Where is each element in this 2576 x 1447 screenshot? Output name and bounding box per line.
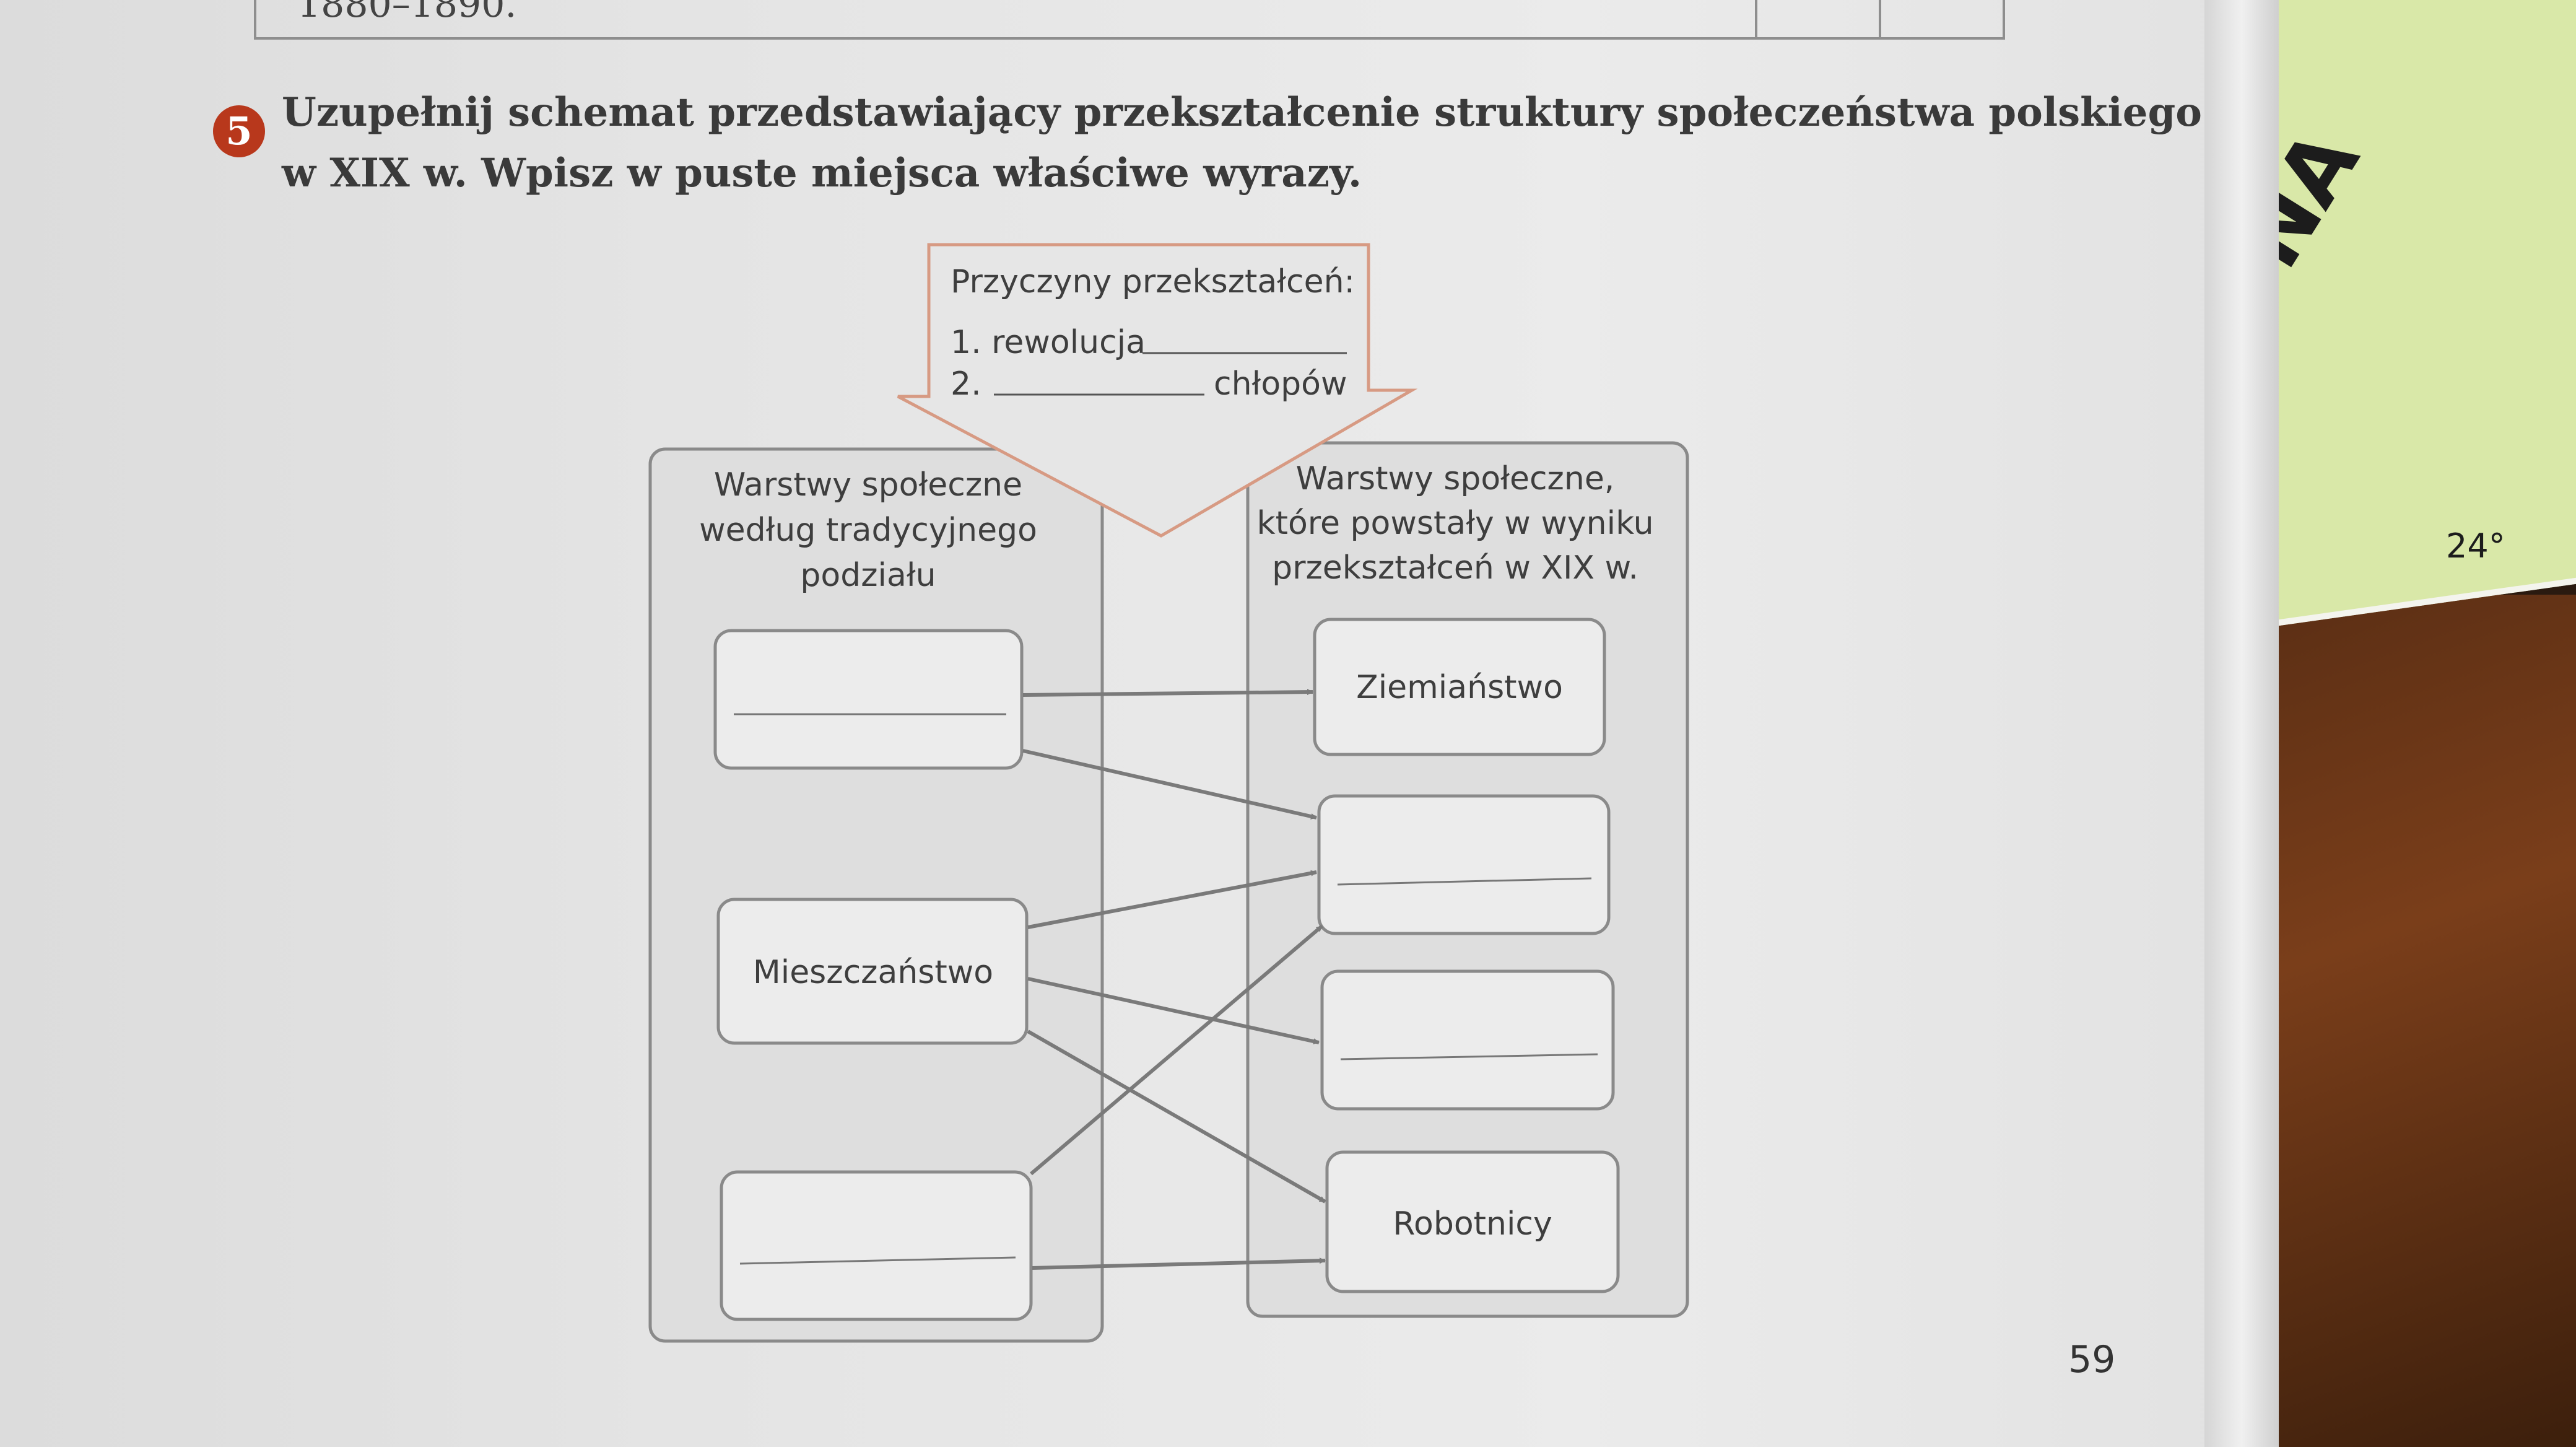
table-divider bbox=[1879, 0, 1881, 37]
right-box-2[interactable] bbox=[1317, 794, 1611, 935]
exercise-instruction-line2: w XIX w. Wpisz w puste miejsca właściwe … bbox=[282, 150, 1362, 196]
arrow-left1-to-right2 bbox=[1022, 749, 1317, 820]
causes-arrow bbox=[897, 243, 1418, 538]
arrow-left1-to-ziemianstwo bbox=[1022, 689, 1313, 697]
previous-exercise-table bbox=[254, 0, 2005, 40]
arrow-left3-to-right2 bbox=[1030, 924, 1323, 1176]
previous-table-years: 1880–1890. bbox=[297, 0, 517, 26]
left-box-3[interactable] bbox=[720, 1170, 1033, 1321]
causes-title: Przyczyny przekształceń: bbox=[951, 263, 1355, 300]
left-header-line2: według tradycyjnego bbox=[699, 512, 1037, 549]
left-header-line1: Warstwy społeczne bbox=[714, 466, 1022, 504]
arrow-mieszczanstwo-to-right2 bbox=[1027, 870, 1317, 929]
left-box-2-text: Mieszczaństwo bbox=[753, 954, 993, 991]
right-box-2-blank[interactable] bbox=[1337, 877, 1592, 886]
exercise-number-badge: 5 bbox=[213, 105, 265, 157]
map-degree-label: 24° bbox=[2446, 527, 2505, 566]
right-header-line2: które powstały w wyniku bbox=[1256, 505, 1653, 542]
exercise-instruction-line1: Uzupełnij schemat przedstawiający przeks… bbox=[282, 89, 2202, 136]
right-box-1-text: Ziemiaństwo bbox=[1356, 669, 1563, 706]
cause-1-text: 1. rewolucja bbox=[951, 324, 1146, 361]
left-box-2 bbox=[716, 898, 1029, 1045]
arrow-left3-to-robotnicy bbox=[1032, 1257, 1326, 1270]
right-box-3[interactable] bbox=[1320, 969, 1615, 1111]
left-box-1[interactable] bbox=[713, 629, 1024, 770]
right-box-1 bbox=[1313, 618, 1606, 756]
workbook-page bbox=[0, 0, 2254, 1447]
right-header-line1: Warstwy społeczne, bbox=[1296, 460, 1615, 497]
page-number: 59 bbox=[2068, 1338, 2116, 1381]
right-header-line3: przekształceń w XIX w. bbox=[1272, 549, 1638, 587]
page-edge bbox=[2204, 0, 2279, 1447]
table-divider bbox=[1755, 0, 1757, 37]
arrow-mieszczanstwo-to-robotnicy bbox=[1027, 1030, 1326, 1204]
right-box-4 bbox=[1325, 1150, 1620, 1293]
table-surface bbox=[2242, 595, 2576, 1447]
right-box-4-text: Robotnicy bbox=[1393, 1205, 1552, 1243]
cause-2-number: 2. bbox=[951, 365, 981, 403]
cause-2-suffix: chłopów bbox=[1214, 365, 1347, 403]
left-header-line3: podziału bbox=[800, 557, 936, 594]
left-box-3-blank[interactable] bbox=[739, 1256, 1016, 1265]
arrow-mieszczanstwo-to-right3 bbox=[1027, 977, 1320, 1044]
right-box-3-blank[interactable] bbox=[1340, 1053, 1598, 1060]
